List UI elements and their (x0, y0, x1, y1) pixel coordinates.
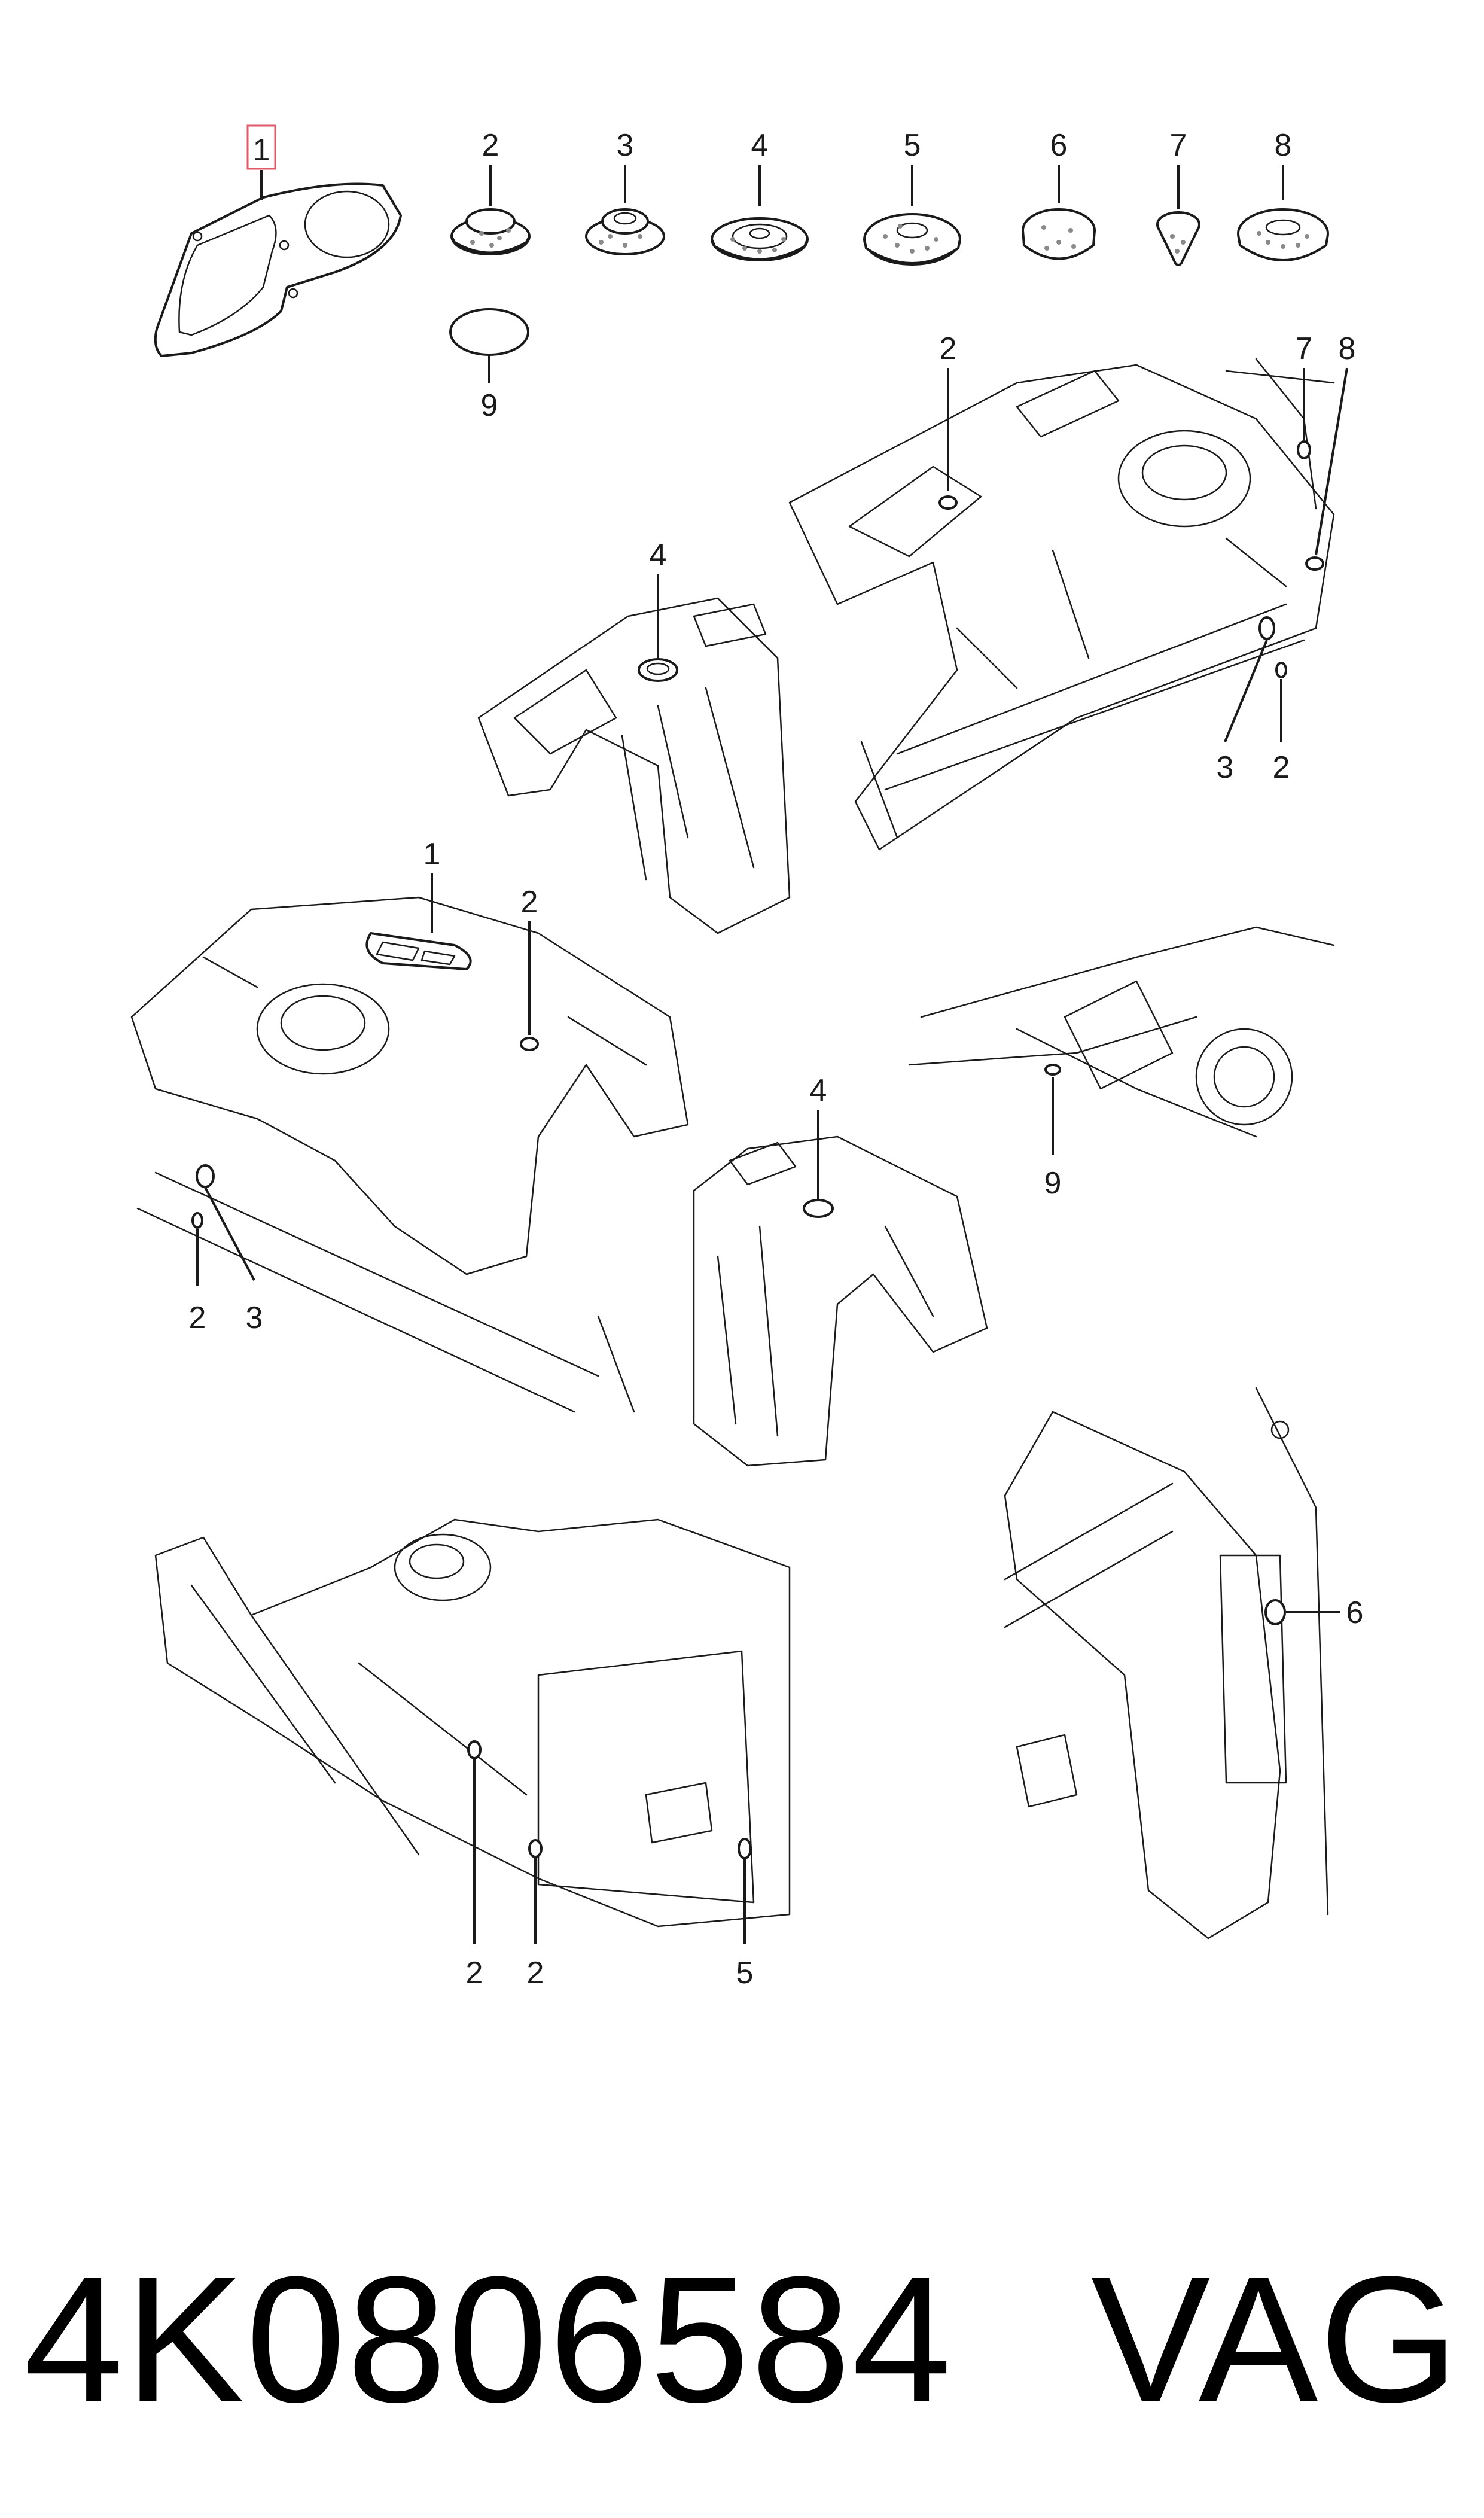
svg-text:5: 5 (904, 128, 921, 163)
svg-text:6: 6 (1346, 1596, 1364, 1630)
svg-text:2: 2 (521, 885, 538, 919)
part-5-plug: 5 (863, 128, 961, 266)
svg-text:7: 7 (1170, 128, 1187, 163)
svg-text:2: 2 (466, 1956, 483, 1990)
view-lower-right-pillar: 6 (1004, 1387, 1364, 1940)
svg-text:8: 8 (1275, 128, 1292, 163)
svg-text:1: 1 (423, 837, 441, 872)
svg-text:5: 5 (736, 1956, 754, 1990)
view-middle-left-arch: 4 (477, 538, 791, 934)
svg-text:3: 3 (246, 1301, 263, 1335)
svg-text:2: 2 (482, 128, 499, 163)
svg-text:9: 9 (481, 388, 498, 423)
part-2-grommet: 2 (450, 128, 531, 255)
view-lower-left-assembly: 2 2 5 (154, 1518, 791, 1990)
part-4-grommet: 4 (711, 128, 809, 261)
callout-1-label: 1 (253, 133, 270, 168)
svg-text:3: 3 (1217, 750, 1234, 785)
part-1-cover-plate: 1 (154, 124, 402, 357)
part-7-plug: 7 (1156, 128, 1200, 266)
svg-text:2: 2 (189, 1301, 206, 1335)
svg-text:7: 7 (1296, 331, 1313, 366)
svg-text:4: 4 (650, 538, 667, 573)
part-9-o-ring: 9 (449, 308, 529, 423)
svg-text:8: 8 (1339, 331, 1356, 366)
svg-text:4: 4 (751, 128, 769, 163)
svg-text:9: 9 (1044, 1166, 1062, 1201)
part-6-plug: 6 (1022, 128, 1096, 260)
part-1-highlight-box (246, 124, 276, 170)
view-center-arch: 4 (693, 1073, 988, 1467)
svg-text:2: 2 (527, 1956, 544, 1990)
part-8-plug: 8 (1237, 128, 1329, 261)
brand-label: VAG (1090, 2239, 1460, 2440)
svg-text:2: 2 (1273, 750, 1290, 785)
svg-text:2: 2 (940, 331, 957, 366)
part-caption: 4K0806584 VAG (0, 2213, 1484, 2465)
parts-diagram: 1 2 3 4 (130, 124, 1364, 1990)
part-number: 4K0806584 (24, 2239, 953, 2440)
part-3-grommet: 3 (585, 128, 665, 255)
parts-legend: 1 2 3 4 (154, 124, 1329, 423)
svg-text:4: 4 (810, 1073, 827, 1108)
svg-text:3: 3 (617, 128, 634, 163)
view-center-left-assembly: 1 2 3 2 (130, 837, 689, 1413)
view-upper-right-assembly: 2 7 8 3 2 (788, 331, 1356, 851)
svg-text:6: 6 (1050, 128, 1068, 163)
view-right-detail: 9 (908, 926, 1335, 1201)
